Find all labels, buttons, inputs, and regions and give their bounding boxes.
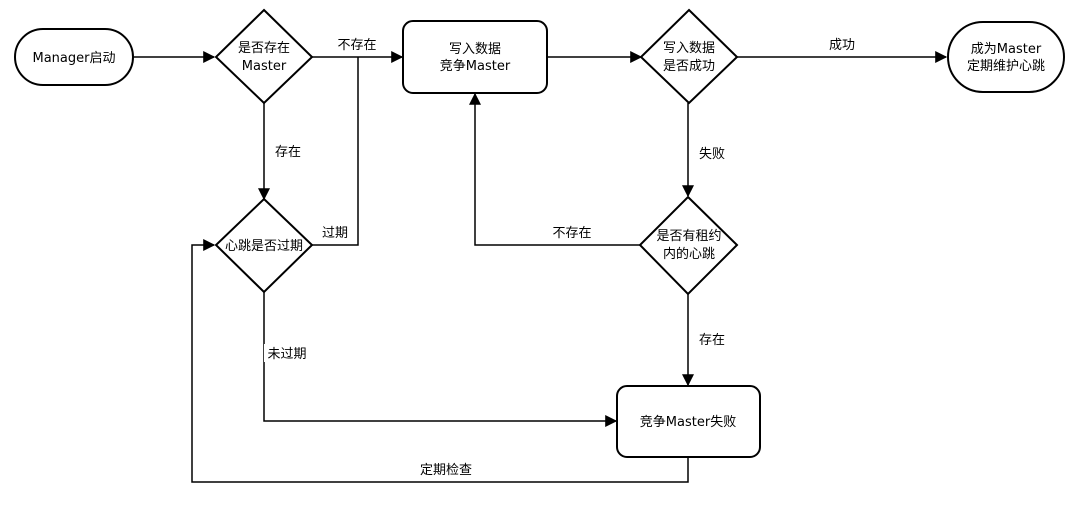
node-lease-heartbeat: 是否有租约 内的心跳 [638, 195, 739, 296]
node-become-master: 成为Master 定期维护心跳 [947, 21, 1065, 93]
label-fail: 失败 [699, 147, 725, 162]
node-exists-master-line2: Master [242, 59, 287, 74]
edge-labels: 不存在 成功 存在 失败 过期 不存在 未过期 存在 定期检查 [264, 35, 855, 478]
node-write-compete: 写入数据 竞争Master [402, 20, 548, 94]
node-write-success-line2: 是否成功 [663, 59, 715, 74]
label-exist-down: 存在 [275, 145, 301, 160]
label-exist-lease: 存在 [699, 333, 725, 348]
node-lease-heartbeat-line1: 是否有租约 [656, 229, 721, 244]
node-start-label: Manager启动 [33, 51, 116, 66]
node-become-master-line2: 定期维护心跳 [967, 59, 1045, 74]
node-write-compete-line1: 写入数据 [449, 42, 501, 57]
label-success: 成功 [829, 38, 855, 53]
node-heartbeat-expired: 心跳是否过期 [214, 197, 314, 294]
node-lease-heartbeat-line2: 内的心跳 [663, 246, 715, 262]
node-exists-master: 是否存在 Master [214, 8, 314, 105]
edge-fail-periodic-check [191, 239, 689, 483]
node-start: Manager启动 [14, 28, 134, 86]
edge-heartbeat-notexpired-to-fail [263, 292, 618, 427]
edge-lease-to-write [469, 92, 641, 246]
node-write-compete-line2: 竞争Master [440, 58, 511, 74]
label-not-expired: 未过期 [267, 347, 306, 362]
node-write-success: 写入数据 是否成功 [639, 8, 739, 105]
edges [133, 51, 948, 483]
edge-heartbeat-expired-to-write [312, 57, 359, 246]
node-compete-fail: 竞争Master失败 [616, 385, 761, 458]
label-expired: 过期 [322, 226, 348, 241]
node-exists-master-line1: 是否存在 [238, 41, 290, 56]
node-become-master-line1: 成为Master [971, 42, 1042, 57]
node-write-success-line1: 写入数据 [663, 41, 715, 56]
label-not-exist-top: 不存在 [337, 38, 376, 53]
node-compete-fail-label: 竞争Master失败 [640, 414, 736, 430]
label-not-exist-lease: 不存在 [552, 226, 591, 241]
node-heartbeat-expired-label: 心跳是否过期 [225, 239, 303, 254]
label-periodic-check: 定期检查 [420, 463, 472, 478]
